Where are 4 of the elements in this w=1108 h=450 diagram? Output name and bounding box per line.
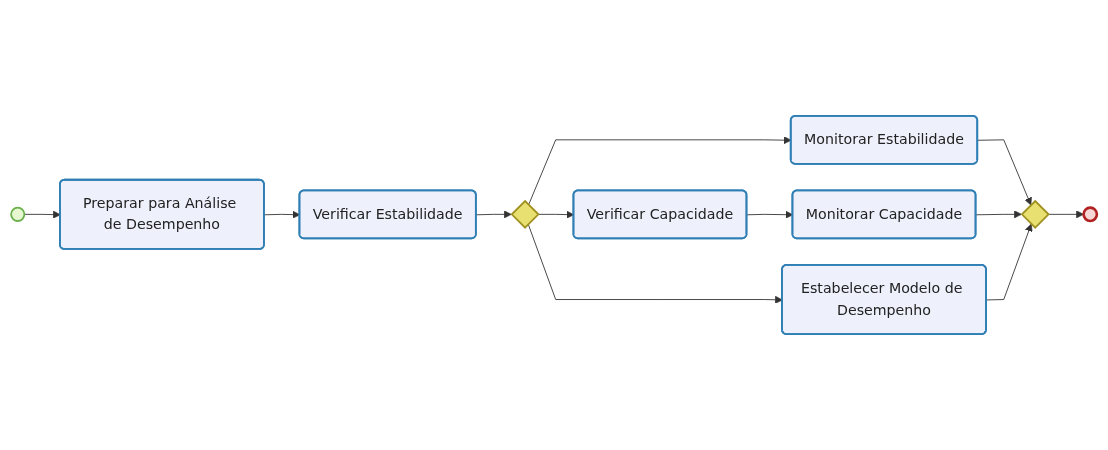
node-diamond	[510, 199, 540, 229]
node-circle	[10, 206, 26, 222]
node-diamond	[1020, 199, 1050, 229]
node-circle	[1082, 206, 1099, 223]
